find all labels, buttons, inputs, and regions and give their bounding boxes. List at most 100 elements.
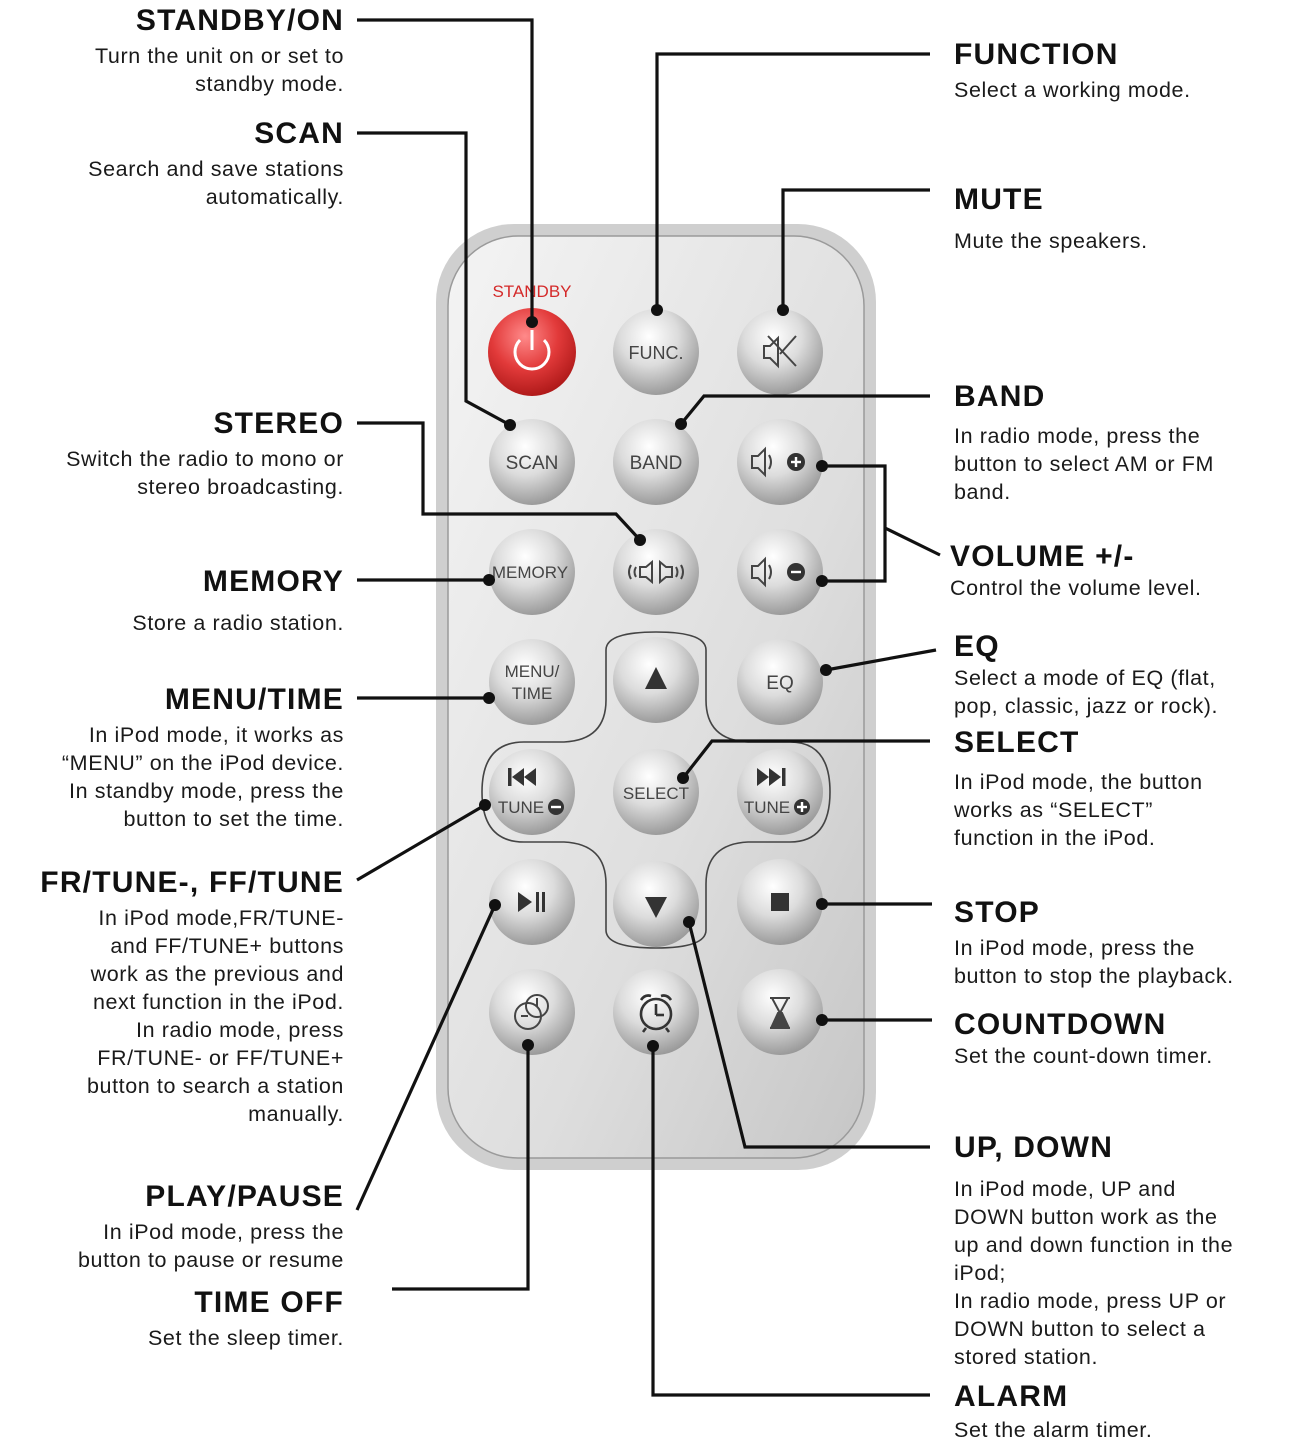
callout-desc: In iPod mode, press the button to stop t… (954, 936, 1234, 988)
play-pause-button[interactable] (489, 859, 575, 945)
memory-label: MEMORY (492, 563, 568, 582)
callout-desc: Select a working mode. (954, 78, 1191, 102)
callout-select: SELECT In iPod mode, the button works as… (954, 726, 1289, 852)
fr-tune-minus-button[interactable]: TUNE (489, 749, 575, 835)
down-button[interactable] (613, 861, 699, 947)
leader-lines (355, 18, 941, 1397)
callout-desc: Control the volume level. (950, 576, 1202, 600)
callout-desc: In iPod mode,FR/TUNE- and FF/TUNE+ butto… (86, 906, 344, 1126)
func-label: FUNC. (629, 343, 684, 363)
mute-leader (781, 188, 930, 310)
callout-title: STOP (954, 896, 1040, 929)
tune-plus-label: TUNE (744, 798, 790, 817)
func-button[interactable]: FUNC. (613, 309, 699, 395)
callout-desc: Switch the radio to mono or stereo broad… (66, 447, 344, 499)
countdown-button[interactable] (737, 969, 823, 1055)
sleep-timer-icon (514, 994, 549, 1030)
play-pause-leader (355, 904, 497, 1211)
eq-button[interactable]: EQ (737, 639, 823, 725)
callout-scan: SCAN Search and save stations automatica… (4, 117, 344, 211)
hourglass-icon (770, 997, 790, 1029)
up-arrow-icon (645, 667, 667, 689)
stereo-button[interactable] (613, 529, 699, 615)
alarm-button[interactable] (613, 969, 699, 1055)
callout-desc: Set the sleep timer. (147, 1326, 344, 1350)
callout-title: SELECT (954, 726, 1080, 759)
callout-title: MENU/TIME (164, 683, 344, 716)
callout-title: FR/TUNE-, FF/TUNE (40, 866, 344, 899)
leader-dots (479, 304, 832, 1052)
callout-stop: STOP In iPod mode, press the button to s… (954, 896, 1294, 990)
callout-desc: Set the alarm timer. (954, 1418, 1153, 1442)
volume-leader (884, 526, 941, 557)
callout-eq: EQ Select a mode of EQ (flat, pop, class… (954, 630, 1294, 720)
select-label: SELECT (623, 784, 689, 803)
callout-fr-ff: FR/TUNE-, FF/TUNE In iPod mode,FR/TUNE- … (0, 866, 344, 1128)
minus-icon (548, 799, 564, 815)
callout-volume: VOLUME +/- Control the volume level. (950, 540, 1290, 602)
callout-desc: Mute the speakers. (954, 229, 1148, 253)
menu-time-label-1: MENU/ (505, 662, 560, 681)
callout-title: BAND (954, 380, 1046, 413)
menu-time-label-2: TIME (512, 684, 553, 703)
callout-title: PLAY/PAUSE (145, 1180, 344, 1213)
volume-down-button[interactable] (737, 529, 823, 615)
up-button[interactable] (613, 637, 699, 723)
callout-mute: MUTE Mute the speakers. (954, 183, 1289, 255)
scan-leader (357, 131, 511, 427)
volume-down-icon (751, 556, 805, 588)
callout-desc: Search and save stations automatically. (88, 157, 344, 209)
scan-button[interactable]: SCAN (489, 419, 575, 505)
previous-icon (508, 768, 536, 786)
band-label: BAND (630, 453, 683, 474)
time-off-button[interactable] (489, 969, 575, 1055)
callout-desc: In iPod mode, the button works as “SELEC… (954, 770, 1203, 850)
stop-button[interactable] (737, 859, 823, 945)
callout-title: MEMORY (202, 565, 344, 598)
callout-desc: Set the count-down timer. (954, 1044, 1213, 1068)
standby-leader (357, 18, 534, 322)
volume-bracket (822, 464, 887, 583)
play-pause-icon (518, 892, 545, 912)
down-arrow-icon (645, 897, 667, 918)
callout-title: COUNTDOWN (954, 1008, 1167, 1041)
alarm-clock-icon (639, 994, 673, 1033)
menu-time-button[interactable]: MENU/ TIME (489, 639, 575, 725)
volume-up-icon (751, 446, 805, 478)
callout-title: STANDBY/ON (135, 4, 344, 37)
callout-time-off: TIME OFF Set the sleep timer. (4, 1286, 344, 1352)
callout-title: FUNCTION (954, 38, 1119, 71)
fr-ff-leader (356, 803, 486, 882)
callout-standby-on: STANDBY/ON Turn the unit on or set to st… (4, 4, 344, 98)
nav-cross-outline (481, 631, 831, 949)
callout-stereo: STEREO Switch the radio to mono or stere… (4, 407, 344, 501)
callout-desc: Store a radio station. (132, 611, 344, 635)
volume-up-button[interactable] (737, 419, 823, 505)
band-leader (679, 394, 930, 426)
callout-title: MUTE (954, 183, 1044, 216)
select-button[interactable]: SELECT (613, 749, 699, 835)
ff-tune-plus-button[interactable]: TUNE (737, 749, 823, 835)
callout-play-pause: PLAY/PAUSE In iPod mode, press the butto… (4, 1180, 344, 1274)
scan-label: SCAN (506, 453, 559, 474)
callout-alarm: ALARM Set the alarm timer. (954, 1380, 1289, 1444)
power-icon (513, 330, 551, 371)
callout-menu-time: MENU/TIME In iPod mode, it works as “MEN… (4, 683, 344, 833)
standby-button[interactable] (488, 308, 576, 396)
plus-icon (794, 799, 810, 815)
callout-title: VOLUME +/- (950, 540, 1135, 573)
select-leader (681, 739, 930, 779)
mute-button[interactable] (737, 309, 823, 395)
memory-button[interactable]: MEMORY (489, 529, 575, 615)
function-leader (655, 52, 930, 310)
band-button[interactable]: BAND (613, 419, 699, 505)
callout-band: BAND In radio mode, press the button to … (954, 380, 1289, 506)
callout-desc: Select a mode of EQ (flat, pop, classic,… (954, 666, 1219, 718)
stereo-icon (628, 559, 684, 585)
callout-title: TIME OFF (194, 1286, 344, 1319)
callout-up-down: UP, DOWN In iPod mode, UP and DOWN butto… (954, 1131, 1289, 1371)
callout-desc: In iPod mode, press the button to pause … (78, 1220, 344, 1272)
eq-leader (825, 648, 937, 672)
up-down-leader (687, 921, 930, 1149)
